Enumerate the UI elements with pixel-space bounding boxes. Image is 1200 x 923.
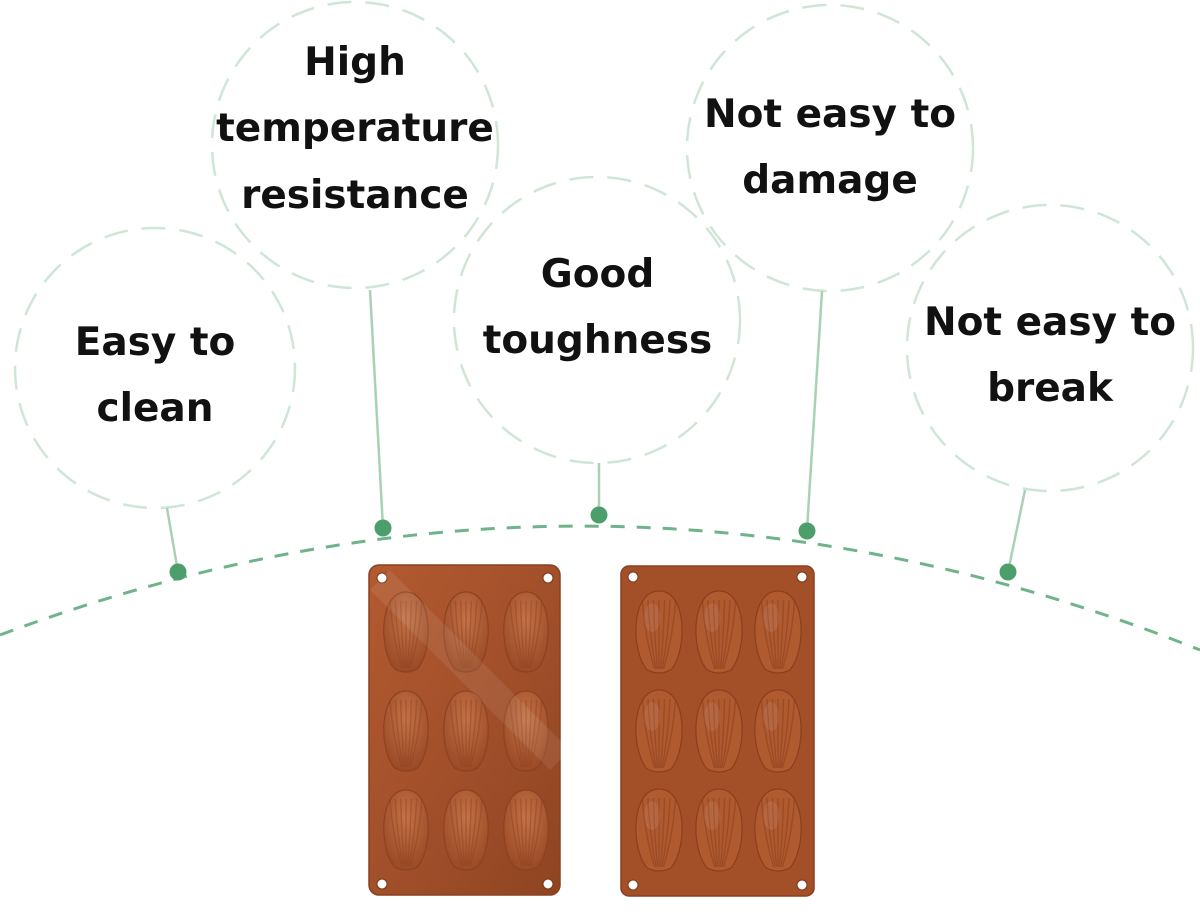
madeleine-shell-icon: [503, 591, 549, 673]
dashed-circle-not-easy-to-damage: [685, 3, 975, 293]
connector-line-1: [165, 507, 180, 573]
madeleine-shell-icon: [695, 788, 743, 872]
connector-line-2: [368, 289, 385, 529]
connector-line-4: [805, 290, 824, 531]
madeleine-shell-icon: [383, 591, 429, 673]
dashed-arc: [0, 524, 1200, 652]
madeleine-shell-icon: [635, 788, 683, 872]
feature-label-not-easy-to-damage: Not easy to damage: [703, 92, 957, 204]
madeleine-shell-icon: [695, 689, 743, 773]
dashed-circle-easy-to-clean: [13, 226, 297, 510]
connector-dot-icon: [374, 519, 392, 537]
madeleine-shell-icon: [754, 590, 802, 674]
madeleine-shell-icon: [443, 789, 489, 871]
dashed-circle-not-easy-to-break: [905, 203, 1195, 493]
madeleine-shell-icon: [635, 689, 683, 773]
madeleine-shell-icon: [635, 590, 683, 674]
madeleine-shell-icon: [443, 690, 489, 772]
madeleine-shell-icon: [383, 789, 429, 871]
feature-label-not-easy-to-break: Not easy to break: [923, 300, 1177, 412]
feature-label-easy-to-clean: Easy to clean: [74, 320, 236, 432]
silicone-mold-cavities: [368, 564, 570, 896]
feature-label-high-temperature-resistance: High temperature resistance: [216, 40, 494, 218]
dashed-circle-high-temperature: [210, 0, 500, 290]
silicone-mold-raised: [620, 565, 815, 897]
madeleine-shell-icon: [754, 689, 802, 773]
madeleine-shell-icon: [503, 690, 549, 772]
feature-label-good-toughness: Good toughness: [482, 252, 713, 364]
connector-dot-icon: [999, 563, 1017, 581]
connector-dot-icon: [169, 563, 187, 581]
connector-dot-icon: [798, 522, 816, 540]
connector-dot-icon: [590, 506, 608, 524]
madeleine-shell-icon: [383, 690, 429, 772]
madeleine-shell-icon: [695, 590, 743, 674]
madeleine-shell-icon: [503, 789, 549, 871]
connector-line-5: [1006, 489, 1027, 573]
dashed-circle-good-toughness: [452, 175, 742, 465]
madeleine-shell-icon: [443, 591, 489, 673]
madeleine-shell-icon: [754, 788, 802, 872]
